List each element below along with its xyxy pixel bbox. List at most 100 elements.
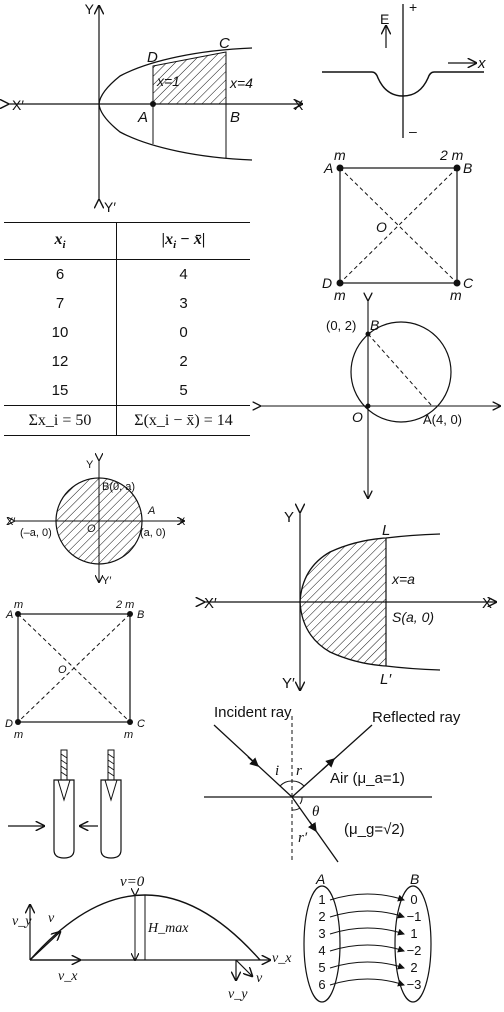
table-header-row: xi |xi − x̄|: [4, 222, 250, 260]
refraction-figure: Incident ray Reflected ray i r Air (μ_a=…: [204, 704, 461, 863]
mass-b-label: 2 m: [439, 147, 464, 163]
point-b-label: B: [230, 109, 240, 126]
header-abs-deviation: |xi − x̄|: [116, 222, 250, 260]
square2-mass-c: m: [124, 729, 133, 741]
left-element: 5: [318, 960, 325, 975]
right-element: 0: [410, 892, 417, 907]
v-label: v: [48, 911, 55, 926]
origin-o-label: O: [352, 409, 363, 425]
cell-xi: 10: [4, 318, 117, 347]
disc-a-coord: (a, 0): [140, 527, 166, 539]
point-b-label: B: [370, 317, 379, 333]
disc-a-label: A: [147, 505, 155, 517]
square-masses-top: A B C D O m 2 m m m: [322, 147, 474, 303]
incident-ray-label: Incident ray: [214, 704, 292, 721]
projectile-figure: v=0 v_y v H_max v_x v_x v v_y: [12, 874, 292, 1002]
latus-x-neg-label: X′: [204, 595, 217, 612]
disc-o-label: O: [87, 523, 96, 535]
square2-mass-d: m: [14, 729, 23, 741]
disc-b-label: B(0, a): [102, 481, 135, 493]
square-a-label: A: [323, 160, 333, 176]
disc-y-neg-label: Y′: [102, 575, 111, 587]
parabola-area-figure: Y Y′ X X′ D C A B x=1 x=4: [8, 1, 304, 215]
set-b-elements: 0−11−22−3: [407, 892, 422, 992]
latus-x-label: X: [482, 595, 492, 612]
square2-mass-a: m: [14, 599, 23, 611]
cell-deviation: 4: [179, 266, 188, 283]
focus-s-label: S(a, 0): [392, 609, 434, 625]
sum-xi: Σx_i = 50: [4, 405, 117, 436]
mass-c-label: m: [450, 287, 462, 303]
left-element: 1: [318, 892, 325, 907]
angle-r-prime-label: r′: [298, 830, 308, 846]
mapping-arrows: [329, 893, 405, 987]
x-equals-1-label: x=1: [156, 73, 180, 89]
vx-label: v_x: [58, 969, 78, 984]
square2-c-label: C: [137, 718, 145, 730]
disc-x-neg-label: X′: [6, 516, 15, 528]
point-l-prime-label: L′: [380, 671, 392, 688]
field-dip-figure: E + – x: [322, 0, 486, 139]
v-zero-label: v=0: [120, 874, 145, 890]
square2-mass-b: 2 m: [115, 599, 134, 611]
right-element: 1: [410, 926, 417, 941]
cricket-bat-right-icon: [100, 749, 122, 859]
disc-x-label: X: [178, 516, 186, 528]
square2-o-label: O: [58, 664, 67, 676]
cell-deviation: 0: [179, 324, 188, 341]
square2-b-label: B: [137, 609, 144, 621]
table-row: 10 0: [4, 318, 250, 347]
field-e-label: E: [380, 11, 389, 27]
square2-a-label: A: [5, 609, 13, 621]
sum-deviation: Σ(x_i − x̄) = 14: [116, 405, 250, 436]
hatched-disc-figure: Y Y′ X X′ B(0, a) A (a, 0) (–a, 0) O: [6, 459, 186, 587]
square-c-label: C: [463, 275, 474, 291]
header-xi: xi: [4, 222, 117, 260]
point-b-coord: (0, 2): [326, 318, 356, 333]
right-element: −2: [407, 943, 422, 958]
latus-y-label: Y: [284, 509, 294, 526]
y-axis-label: Y: [85, 1, 95, 17]
x-neg-label: X′: [12, 97, 24, 113]
y-neg-label: Y′: [104, 199, 116, 215]
cell-xi: 7: [4, 289, 117, 318]
cricket-bats-figure: [8, 749, 122, 859]
point-a-label: A: [137, 109, 148, 126]
circle-axes-figure: (0, 2) B O A(4, 0): [260, 300, 500, 498]
cell-xi: 6: [4, 259, 117, 289]
mass-d-label: m: [334, 287, 346, 303]
angle-i-label: i: [275, 763, 279, 779]
mass-a-label: m: [334, 147, 346, 163]
disc-neg-a-coord: (–a, 0): [20, 527, 52, 539]
right-element: −3: [407, 977, 422, 992]
square-masses-bottom: A B C D O m 2 m m m: [5, 599, 145, 741]
plus-label: +: [409, 0, 417, 15]
air-label: Air (μ_a=1): [330, 770, 405, 787]
set-b-label: B: [410, 871, 419, 887]
left-element: 6: [318, 977, 325, 992]
x-equals-a-label: x=a: [391, 571, 415, 587]
square-b-label: B: [463, 160, 472, 176]
hmax-label: H_max: [147, 921, 189, 936]
angle-r-label: r: [296, 763, 302, 779]
v-end-label: v: [256, 971, 263, 986]
point-d-label: D: [147, 49, 158, 66]
cell-deviation: 3: [179, 295, 188, 312]
point-l-label: L: [382, 522, 390, 539]
angle-theta-label: θ: [312, 804, 320, 820]
vy-label: v_y: [12, 914, 32, 929]
left-element: 3: [318, 926, 325, 941]
cricket-bat-left-icon: [53, 749, 75, 859]
left-element: 2: [318, 909, 325, 924]
latus-y-neg-label: Y′: [282, 675, 295, 692]
right-element: 2: [410, 960, 417, 975]
reflected-ray-label: Reflected ray: [372, 709, 461, 726]
x-direction-label: x: [477, 55, 486, 72]
